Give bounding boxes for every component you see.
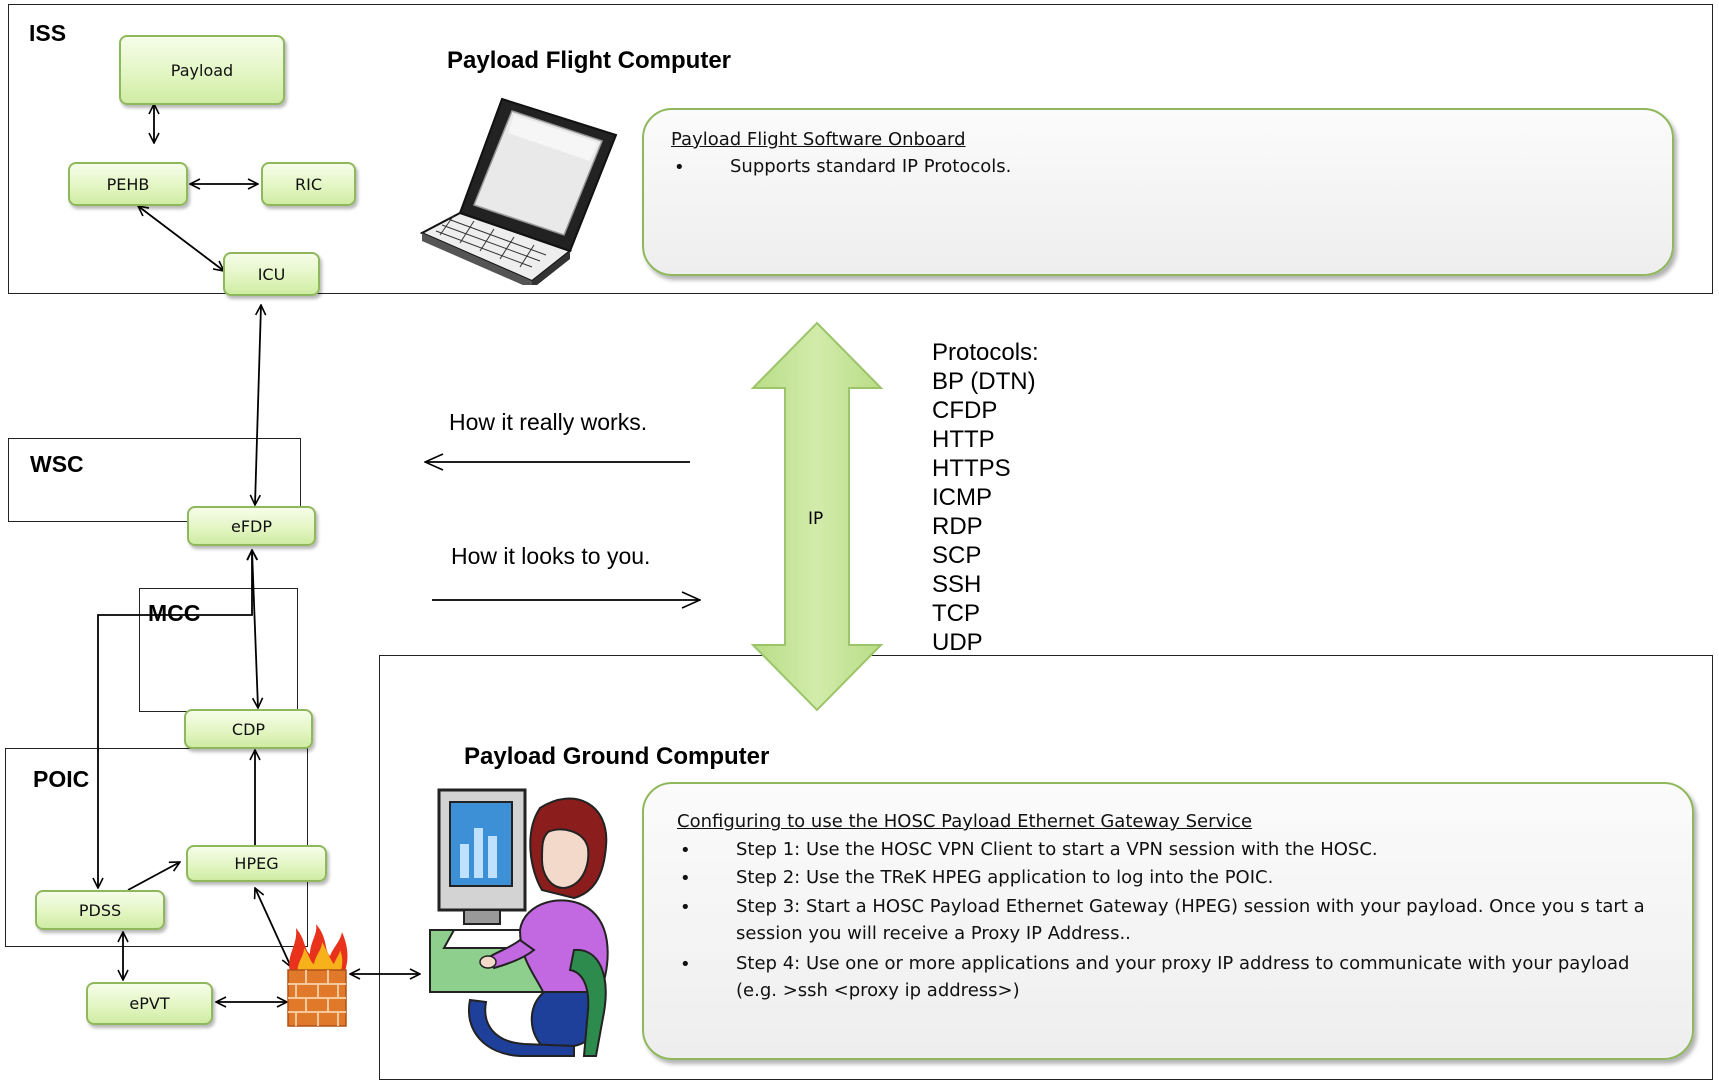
bullet-text: Step 2: Use the TReK HPEG application to…	[736, 867, 1274, 888]
protocol-list: Protocols: BP (DTN) CFDP HTTP HTTPS ICMP…	[932, 338, 1039, 657]
firewall-icon	[287, 924, 348, 1027]
user-at-computer-icon	[429, 788, 609, 1057]
link-pehb-icu	[138, 206, 224, 271]
node-hpeg: HPEG	[186, 845, 327, 882]
node-pehb: PEHB	[68, 162, 188, 206]
flight-panel-heading: Payload Flight Software Onboard	[671, 129, 966, 150]
node-cdp: CDP	[184, 709, 313, 749]
laptop-icon	[420, 97, 618, 285]
ground-computer-title: Payload Ground Computer	[464, 743, 770, 770]
flight-software-panel: Payload Flight Software Onboard • Suppor…	[642, 108, 1674, 276]
protocol-item: SCP	[932, 542, 982, 569]
double-arrow-icon	[750, 321, 884, 712]
node-pdss: PDSS	[35, 890, 165, 930]
really-works-label: How it really works.	[449, 409, 648, 435]
link-icu-efdp	[255, 305, 261, 505]
bullet-symbol: •	[680, 840, 691, 861]
bullet-symbol: •	[680, 868, 691, 889]
bullet-text: Step 4: Use one or more applications and…	[736, 953, 1630, 1001]
protocol-item: HTTP	[932, 426, 995, 453]
node-epvt: ePVT	[86, 982, 213, 1025]
bullet-symbol: •	[680, 897, 691, 918]
iss-label: ISS	[29, 20, 67, 46]
node-payload: Payload	[119, 35, 285, 105]
flight-computer-title: Payload Flight Computer	[447, 47, 732, 74]
protocol-item: TCP	[932, 600, 980, 627]
protocol-item: HTTPS	[932, 455, 1011, 482]
protocol-item: SSH	[932, 571, 982, 598]
poic-label: POIC	[33, 766, 90, 792]
bullet-text: Step 1: Use the HOSC VPN Client to start…	[736, 839, 1378, 860]
protocol-heading: Protocols:	[932, 339, 1039, 366]
protocol-item: ICMP	[932, 484, 992, 511]
node-ric: RIC	[261, 162, 356, 206]
ground-panel-heading: Configuring to use the HOSC Payload Ethe…	[677, 811, 1253, 832]
bullet-text: Step 3: Start a HOSC Payload Ethernet Ga…	[736, 896, 1645, 944]
bullet-symbol: •	[674, 157, 685, 178]
bullet-symbol: •	[680, 954, 691, 975]
protocol-item: RDP	[932, 513, 983, 540]
node-efdp: eFDP	[187, 506, 316, 546]
node-icu: ICU	[223, 252, 320, 296]
protocol-item: UDP	[932, 629, 983, 656]
protocol-item: CFDP	[932, 397, 998, 424]
ip-label: IP	[808, 509, 824, 529]
ground-config-panel: Configuring to use the HOSC Payload Ethe…	[642, 782, 1694, 1060]
link-pdss-efdp	[98, 550, 252, 888]
protocol-item: BP (DTN)	[932, 368, 1036, 395]
link-pdss-hpeg	[127, 862, 180, 891]
link-hpeg-firewall	[255, 888, 291, 967]
bullet-text: Supports standard IP Protocols.	[730, 156, 1012, 177]
looks-to-you-label: How it looks to you.	[451, 543, 651, 569]
wsc-label: WSC	[30, 451, 84, 477]
